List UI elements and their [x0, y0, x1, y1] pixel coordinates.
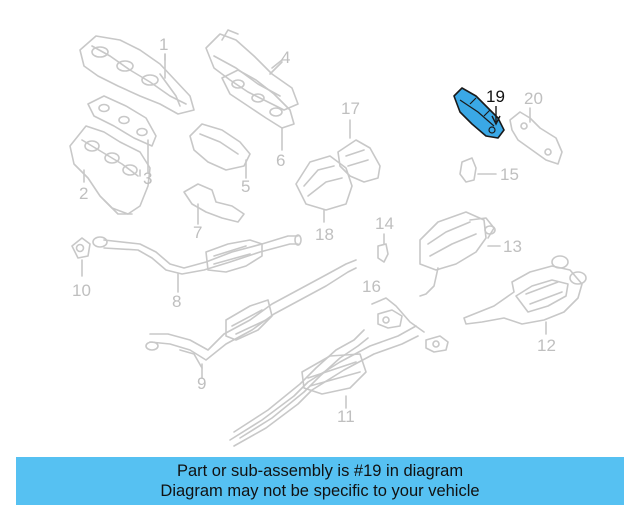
callout-12: 12 — [537, 336, 556, 355]
part-10-gasket — [71, 237, 91, 277]
callout-4: 4 — [281, 48, 291, 67]
callout-14: 14 — [375, 214, 394, 233]
part-3-gasket — [87, 95, 157, 173]
part-11-rear-pipe — [229, 325, 419, 447]
callout-16: 16 — [362, 277, 381, 296]
callout-13: 13 — [503, 237, 522, 256]
callout-5: 5 — [241, 177, 251, 196]
callout-11: 11 — [337, 407, 355, 426]
callout-20: 20 — [524, 89, 543, 108]
part-17-heat-shield — [337, 119, 381, 183]
part-20-bracket — [509, 107, 563, 165]
callout-1: 1 — [159, 35, 169, 54]
callout-8: 8 — [172, 292, 182, 311]
part-14-hanger — [377, 233, 389, 263]
callout-15: 15 — [500, 165, 519, 184]
callout-9: 9 — [197, 374, 207, 393]
part-9-y-pipe — [145, 259, 357, 379]
part-5-heat-shield — [189, 123, 251, 179]
part-16-clamps — [371, 297, 449, 353]
callout-10: 10 — [72, 281, 91, 300]
part-2-manifold — [69, 125, 151, 215]
part-1-exhaust-manifold — [79, 35, 195, 115]
part-18-heat-shield — [295, 155, 353, 223]
callout-2: 2 — [79, 184, 89, 203]
callout-7: 7 — [193, 223, 203, 242]
part-15-hanger — [459, 157, 497, 183]
part-6-gasket — [221, 69, 295, 151]
banner-line-2: Diagram may not be specific to your vehi… — [160, 482, 480, 500]
part-13-muffler — [419, 211, 501, 297]
info-banner: Part or sub-assembly is #19 in diagram D… — [16, 457, 624, 505]
part-7-bracket — [183, 183, 245, 225]
callout-17: 17 — [341, 99, 360, 118]
callout-19: 19 — [486, 87, 505, 106]
callout-18: 18 — [315, 225, 334, 244]
part-8-front-pipe — [92, 234, 302, 293]
part-19-heat-shield-highlighted[interactable] — [453, 87, 505, 139]
callout-3: 3 — [143, 169, 153, 188]
banner-line-1: Part or sub-assembly is #19 in diagram — [176, 462, 464, 480]
callout-6: 6 — [276, 151, 286, 170]
part-12-rear-muffler — [463, 255, 587, 335]
leader-lines — [83, 53, 283, 183]
